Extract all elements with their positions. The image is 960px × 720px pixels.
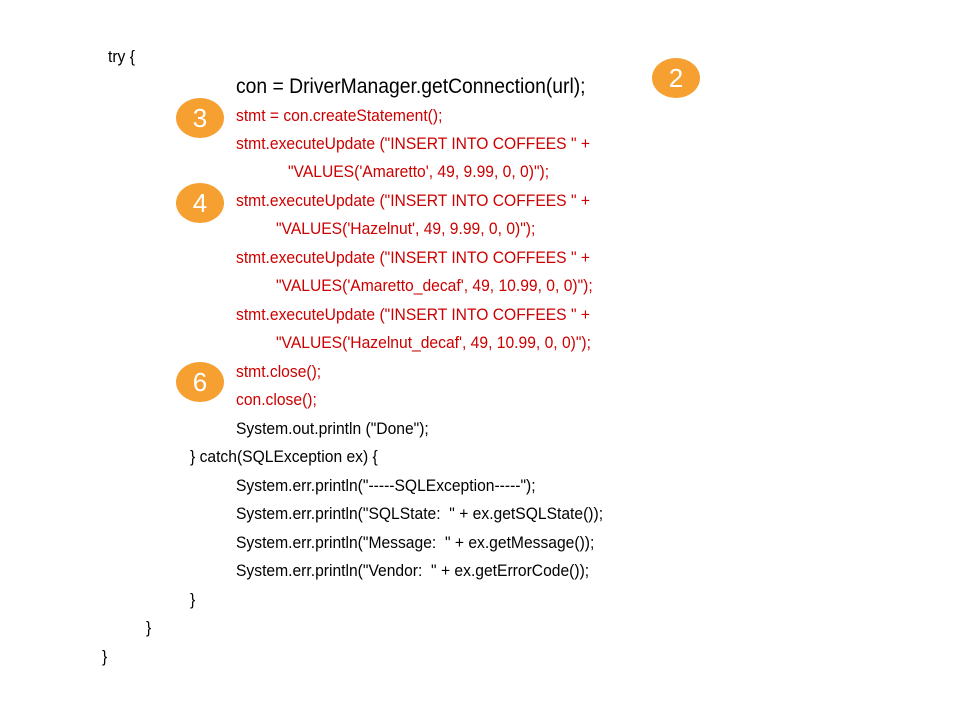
code-line-values-3: "VALUES('Amaretto_decaf', 49, 10.99, 0, …	[276, 276, 593, 295]
code-line-create-statement: stmt = con.createStatement();	[236, 106, 443, 125]
step-badge-6: 6	[176, 362, 224, 402]
code-line-insert-2: stmt.executeUpdate ("INSERT INTO COFFEES…	[236, 191, 590, 210]
code-line-insert-3: stmt.executeUpdate ("INSERT INTO COFFEES…	[236, 248, 590, 267]
code-line-stmt-close: stmt.close();	[236, 362, 322, 381]
code-line-println-done: System.out.println ("Done");	[236, 419, 429, 438]
code-line-close-brace-catch: }	[190, 590, 196, 609]
code-line-con-close: con.close();	[236, 390, 317, 409]
code-line-err-sqlstate: System.err.println("SQLState: " + ex.get…	[236, 504, 604, 523]
step-badge-2: 2	[652, 58, 700, 98]
code-line-err-header: System.err.println("-----SQLException---…	[236, 476, 536, 495]
code-line-insert-4: stmt.executeUpdate ("INSERT INTO COFFEES…	[236, 305, 590, 324]
code-line-catch: } catch(SQLException ex) {	[190, 447, 378, 466]
code-line-err-message: System.err.println("Message: " + ex.getM…	[236, 533, 595, 552]
code-line-try: try {	[108, 47, 135, 66]
code-line-values-4: "VALUES('Hazelnut_decaf', 49, 10.99, 0, …	[276, 333, 591, 352]
code-line-close-brace-method: }	[146, 618, 152, 637]
code-line-values-2: "VALUES('Hazelnut', 49, 9.99, 0, 0)");	[276, 219, 536, 238]
code-line-close-brace-class: }	[102, 647, 108, 666]
code-line-get-connection: con = DriverManager.getConnection(url);	[236, 75, 586, 98]
step-badge-4: 4	[176, 183, 224, 223]
code-line-err-vendor: System.err.println("Vendor: " + ex.getEr…	[236, 561, 590, 580]
code-line-values-1: "VALUES('Amaretto', 49, 9.99, 0, 0)");	[288, 162, 550, 181]
code-line-insert-1: stmt.executeUpdate ("INSERT INTO COFFEES…	[236, 134, 590, 153]
step-badge-3: 3	[176, 98, 224, 138]
